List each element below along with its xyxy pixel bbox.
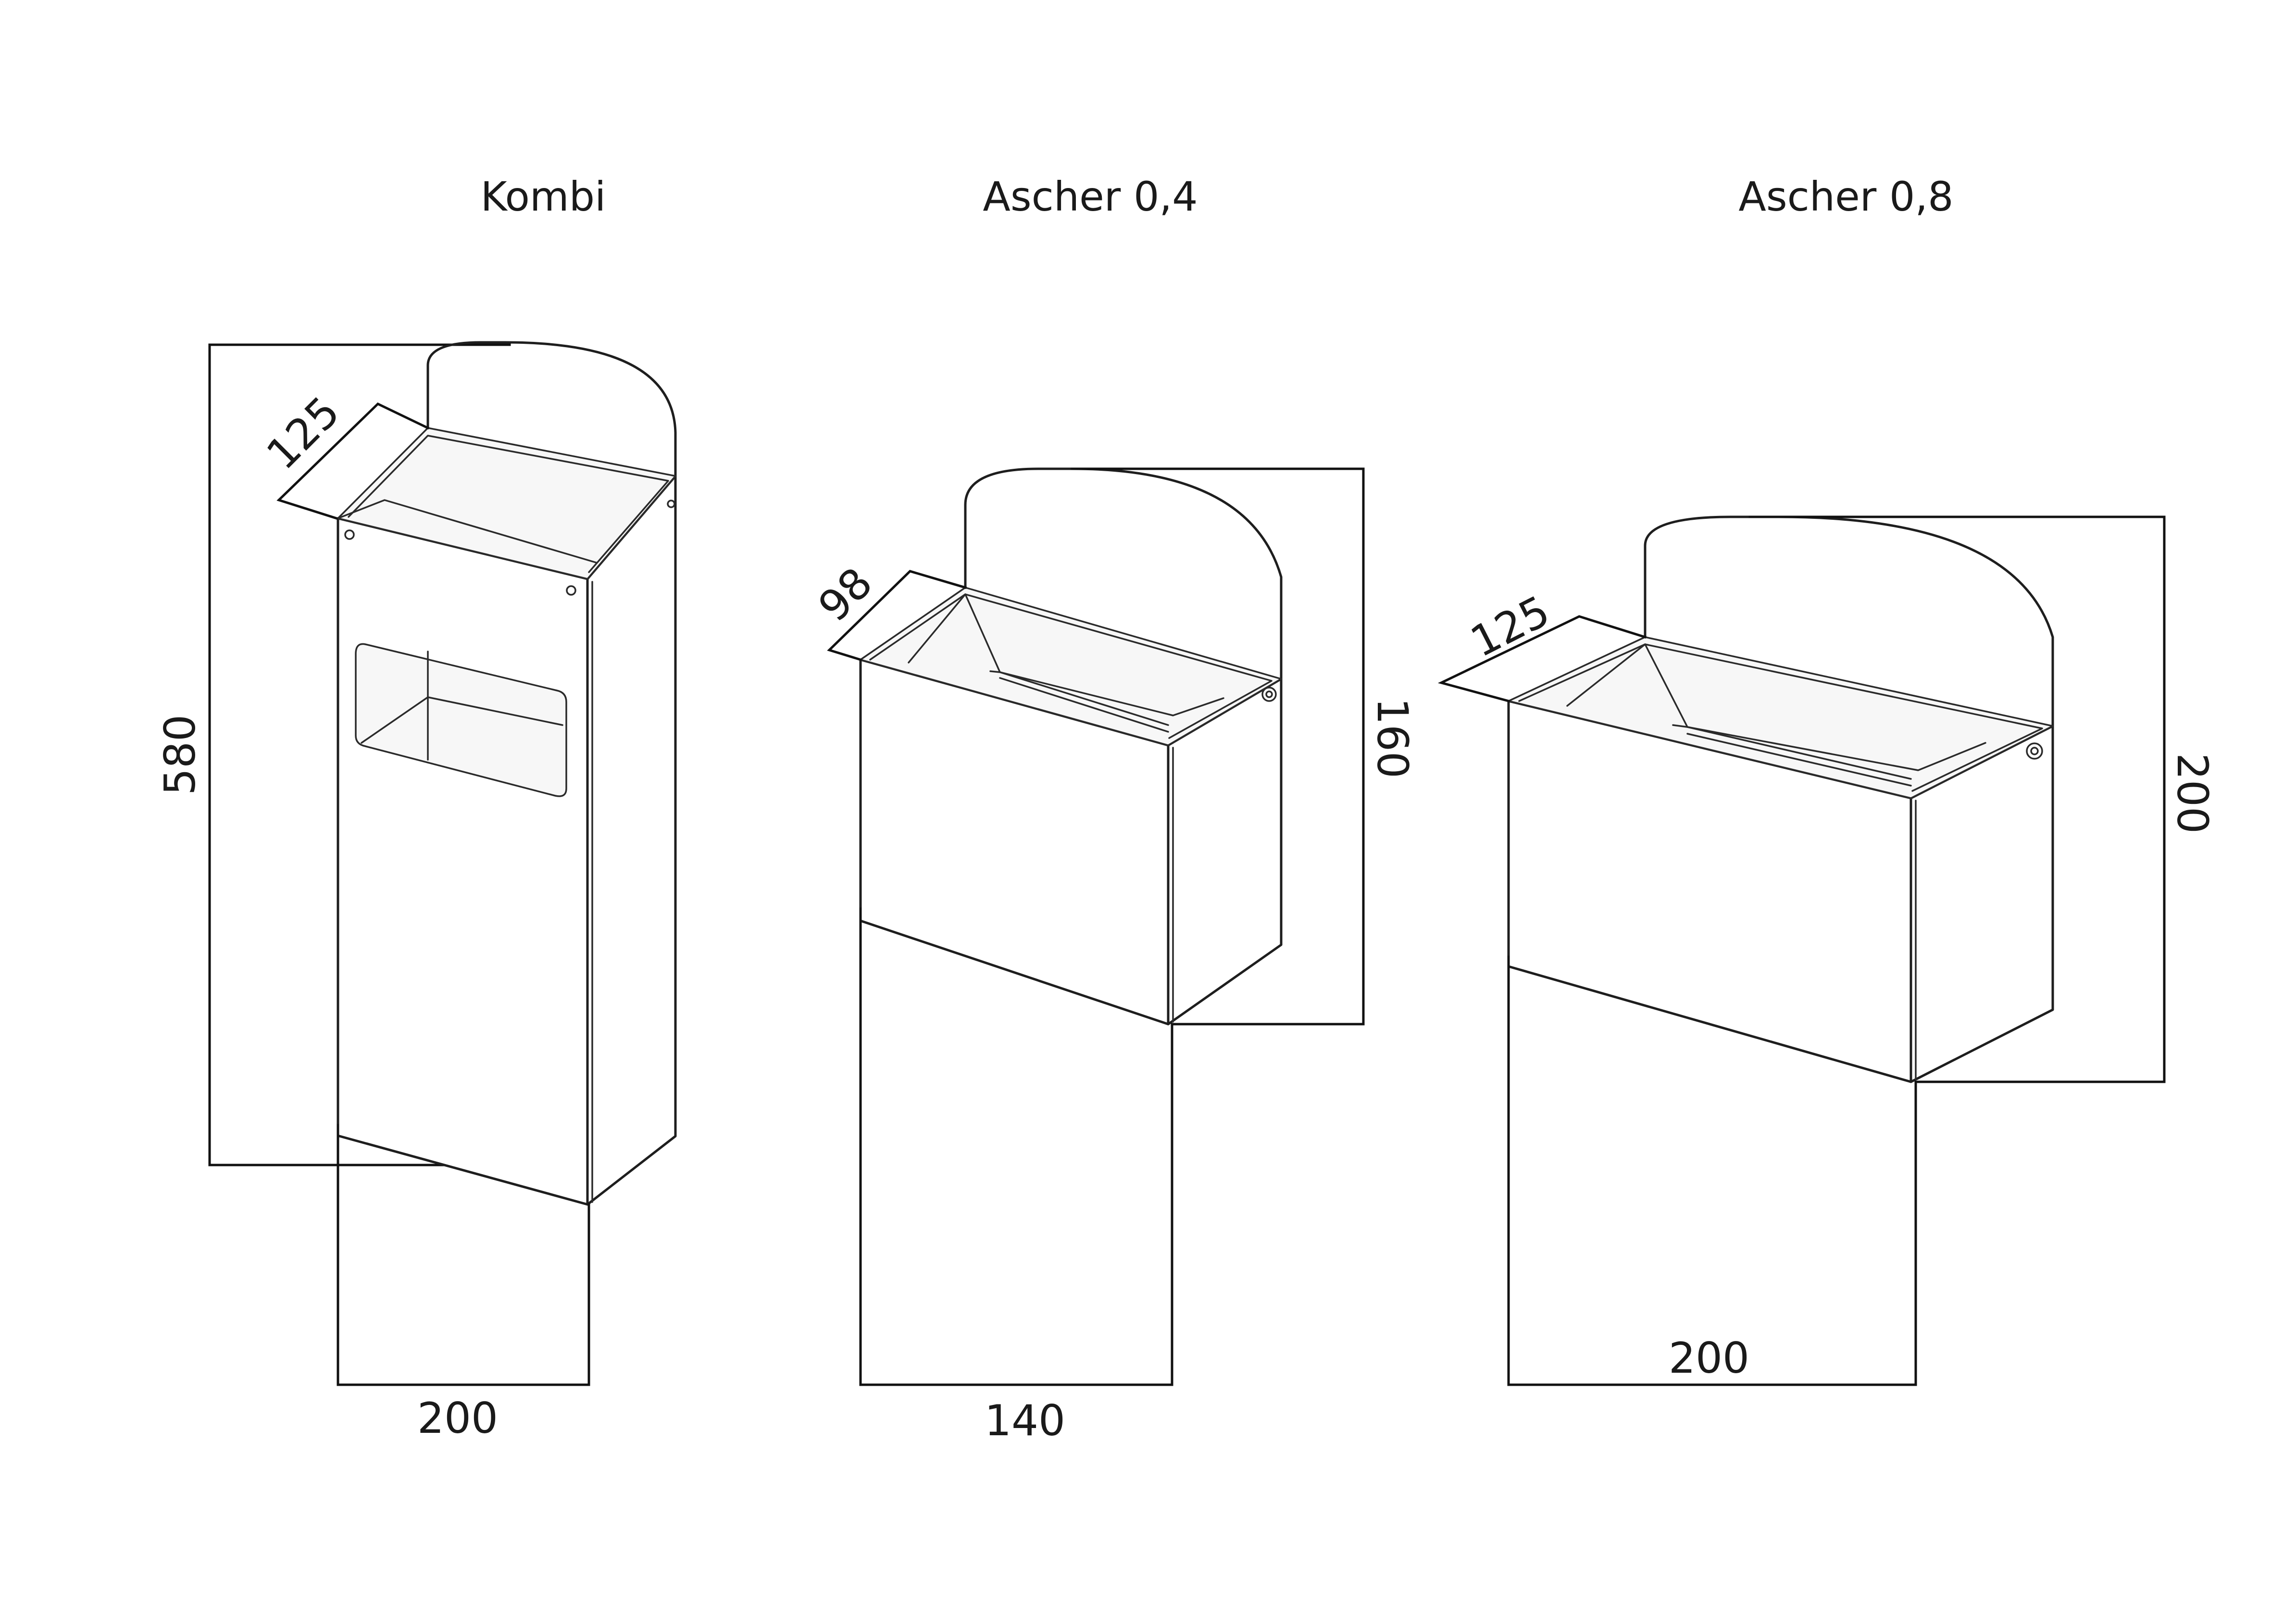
kombi-width-line — [337, 1124, 590, 1386]
ascher-04-funnel-bottom — [999, 677, 1169, 733]
ascher-08-top-opening — [1508, 636, 2054, 799]
ascher-04-funnel-left — [908, 593, 1169, 726]
ascher-04-depth-label: 98 — [809, 558, 882, 631]
ascher-08-width-line — [1507, 955, 1917, 1386]
ascher-08-title: Ascher 0,8 — [1738, 173, 1953, 220]
ascher-08-depth-label: 125 — [1463, 586, 1557, 667]
kombi-title: Kombi — [481, 173, 606, 220]
kombi-depth-line — [276, 402, 430, 520]
ascher-04-title: Ascher 0,4 — [983, 173, 1198, 220]
ascher-08-height-label: 200 — [2168, 753, 2217, 834]
ascher-04-back-panel — [964, 467, 1283, 752]
ascher-08-back-panel — [1644, 515, 2054, 809]
kombi-back-panel — [426, 341, 677, 477]
ascher-08-screw-center — [2030, 747, 2039, 755]
ascher-04-height-line — [1071, 467, 1365, 1026]
ascher-04-width-line — [859, 907, 1173, 1386]
ascher-04-top-rim — [869, 593, 1273, 739]
kombi-front-face — [337, 517, 589, 1206]
kombi-group: Kombi 580 200 125 — [155, 173, 677, 1443]
kombi-height-line — [208, 343, 511, 1166]
ascher-08-width-dimension: 200 — [1507, 955, 1917, 1386]
ascher-08-height-line — [1748, 515, 2166, 1083]
ascher-08-depth-line — [1437, 615, 1647, 703]
kombi-top-inner-rim — [348, 435, 669, 573]
ascher-08-height-dimension: 200 — [1748, 515, 2217, 1083]
ascher-04-group: Ascher 0,4 160 140 98 — [809, 173, 1417, 1445]
ascher-04-height-dimension: 160 — [1071, 467, 1417, 1026]
kombi-screw-left — [344, 529, 355, 540]
ascher-08-funnel-bottom — [1686, 733, 1912, 787]
ascher-04-screw-center — [1265, 690, 1273, 698]
kombi-side-face — [586, 475, 677, 1206]
ascher-08-group: Ascher 0,8 200 200 125 — [1437, 173, 2217, 1386]
ascher-08-funnel-left — [1566, 643, 1912, 780]
ascher-08-top-rim — [1518, 643, 2043, 792]
kombi-waste-slot — [355, 643, 567, 797]
kombi-height-label: 580 — [155, 714, 205, 795]
ascher-04-height-label: 160 — [1368, 698, 1417, 778]
ascher-04-funnel-slot — [989, 670, 1224, 716]
kombi-screw-right — [566, 585, 576, 596]
kombi-width-dimension: 200 — [337, 1124, 590, 1443]
kombi-depth-label: 125 — [257, 387, 349, 479]
ascher-04-depth-line — [827, 570, 967, 662]
ascher-04-width-dimension: 140 — [859, 907, 1173, 1445]
kombi-height-dimension: 580 — [155, 343, 511, 1166]
ascher-08-funnel-slot — [1672, 724, 1986, 771]
kombi-screw-side — [667, 500, 675, 508]
kombi-width-label: 200 — [417, 1393, 498, 1443]
ascher-04-width-label: 140 — [985, 1396, 1065, 1445]
ascher-04-top-opening — [860, 587, 1282, 746]
ascher-08-width-label: 200 — [1669, 1333, 1749, 1383]
kombi-top-lip — [337, 499, 597, 564]
